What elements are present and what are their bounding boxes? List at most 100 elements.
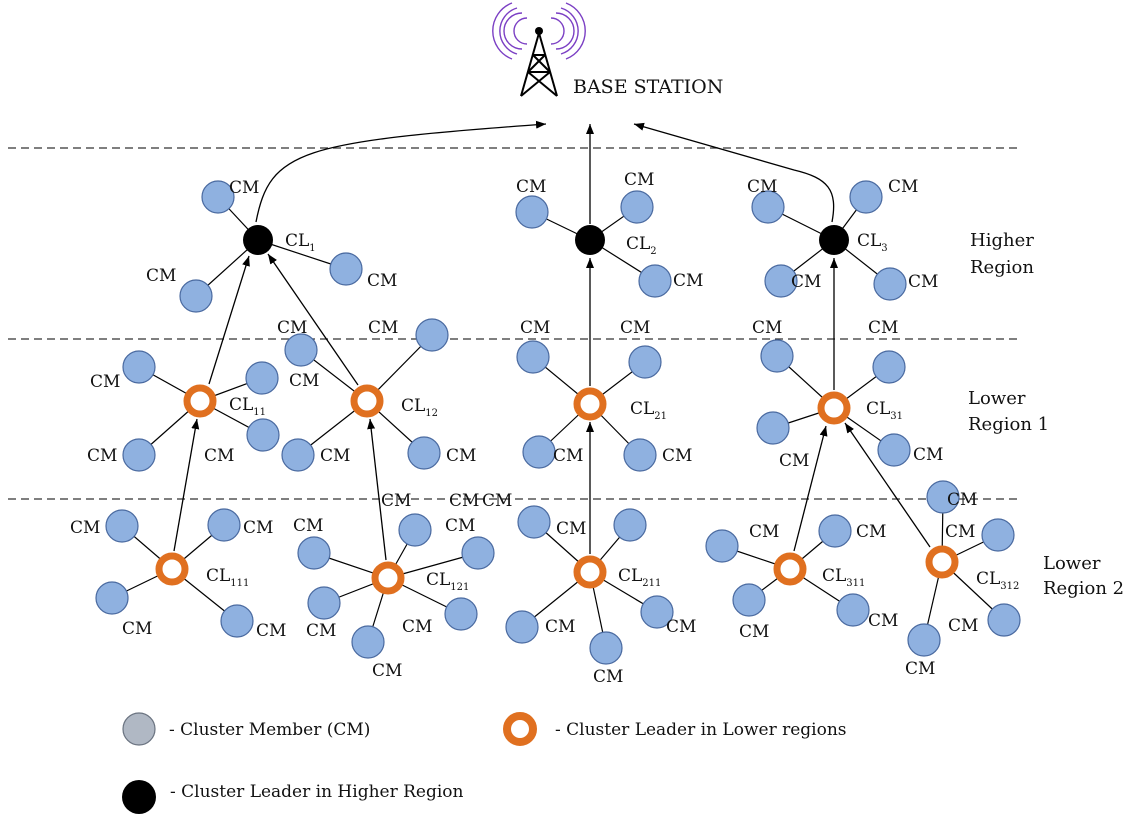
- leader-label-cl121: CL121: [426, 570, 469, 593]
- member-label: CM: [779, 451, 809, 471]
- leader-node-cl311: [773, 552, 807, 586]
- member-node: [284, 333, 318, 367]
- member-node: [444, 597, 478, 631]
- member-node: [756, 411, 790, 445]
- member-node: [522, 435, 556, 469]
- member-label: CM: [402, 617, 432, 637]
- member-node: [207, 508, 241, 542]
- region-label-lower-2: Lower Region 2: [1043, 553, 1124, 599]
- legend-higher-leader-label: - Cluster Leader in Higher Region: [170, 782, 464, 802]
- member-label: CM: [381, 491, 411, 511]
- member-node: [732, 583, 766, 617]
- member-label: CM: [947, 490, 977, 510]
- member-node: [201, 180, 235, 214]
- member-label: CM: [87, 446, 117, 466]
- legend: - Cluster Member (CM) - Cluster Leader i…: [122, 712, 847, 814]
- member-label: CM: [556, 519, 586, 539]
- leader-label-cl312: CL312: [976, 569, 1019, 592]
- member-node: [628, 345, 662, 379]
- member-label: CM: [908, 272, 938, 292]
- member-node: [818, 514, 852, 548]
- member-node: [926, 480, 960, 514]
- member-node: [849, 180, 883, 214]
- member-node: [751, 190, 785, 224]
- member-node: [515, 195, 549, 229]
- member-node: [516, 340, 550, 374]
- member-label: CM: [229, 178, 259, 198]
- member-node: [398, 513, 432, 547]
- member-node: [638, 264, 672, 298]
- leader-label-cl12: CL12: [401, 396, 438, 419]
- member-label: CM: [256, 621, 286, 641]
- member-label: CM: [553, 446, 583, 466]
- member-label: CM: [372, 661, 402, 681]
- member-node: [764, 264, 798, 298]
- region-label-higher: Higher Region: [970, 230, 1040, 278]
- leader-node-cl11: [183, 384, 217, 418]
- member-label: CM: [449, 491, 479, 511]
- member-node: [640, 595, 674, 629]
- legend-lower-leader-icon: [503, 712, 537, 746]
- member-label: CM: [70, 518, 100, 538]
- member-label: CM: [90, 372, 120, 392]
- cluster-members: [95, 180, 1021, 665]
- member-node: [836, 593, 870, 627]
- leader-label-cl2: CL2: [626, 234, 657, 257]
- member-node: [907, 623, 941, 657]
- member-label: CM: [320, 446, 350, 466]
- member-label: CM: [204, 446, 234, 466]
- member-label: CM: [289, 371, 319, 391]
- member-label: CM: [482, 491, 512, 511]
- member-label: CM: [277, 318, 307, 338]
- member-label: CM: [516, 177, 546, 197]
- member-label: CM: [243, 518, 273, 538]
- member-node: [620, 190, 654, 224]
- member-label: CM: [445, 516, 475, 536]
- leader-label-cl211: CL211: [618, 566, 661, 589]
- base-station-icon: [492, 2, 586, 97]
- member-label: CM: [856, 522, 886, 542]
- member-node: [505, 610, 539, 644]
- member-label: CM: [739, 622, 769, 642]
- member-label: CM: [752, 318, 782, 338]
- member-node: [245, 361, 279, 395]
- member-node: [872, 350, 906, 384]
- member-label: CM: [747, 177, 777, 197]
- leader-node-cl2: [575, 225, 605, 255]
- member-label: CM: [749, 522, 779, 542]
- region-label-lower-1: Lower Region 1: [968, 388, 1049, 435]
- base-station-label: BASE STATION: [573, 76, 723, 98]
- member-node: [461, 536, 495, 570]
- member-label: CM: [146, 266, 176, 286]
- member-node: [281, 438, 315, 472]
- member-node: [589, 631, 623, 665]
- member-label: CM: [306, 621, 336, 641]
- member-label: CM: [293, 516, 323, 536]
- member-label: CM: [122, 619, 152, 639]
- leader-node-cl3: [819, 225, 849, 255]
- member-label: CM: [791, 272, 821, 292]
- member-node: [351, 625, 385, 659]
- member-label: CM: [948, 616, 978, 636]
- member-node: [613, 508, 647, 542]
- member-node: [105, 509, 139, 543]
- member-node: [122, 350, 156, 384]
- member-label: CM: [888, 177, 918, 197]
- member-node: [122, 438, 156, 472]
- member-node: [220, 604, 254, 638]
- leader-node-cl31: [817, 391, 851, 425]
- legend-higher-leader-icon: [122, 780, 156, 814]
- member-label: CM: [593, 667, 623, 687]
- leader-label-cl11: CL11: [229, 395, 266, 418]
- leader-node-cl21: [573, 387, 607, 421]
- leader-label-cl3: CL3: [857, 231, 888, 254]
- member-node: [987, 603, 1021, 637]
- leader-node-cl211: [573, 555, 607, 589]
- member-node: [705, 529, 739, 563]
- legend-lower-leader-label: - Cluster Leader in Lower regions: [555, 720, 847, 740]
- member-label: CM: [868, 318, 898, 338]
- member-node: [307, 586, 341, 620]
- leader-node-cl121: [371, 561, 405, 595]
- member-label: CM: [368, 318, 398, 338]
- member-node: [415, 318, 449, 352]
